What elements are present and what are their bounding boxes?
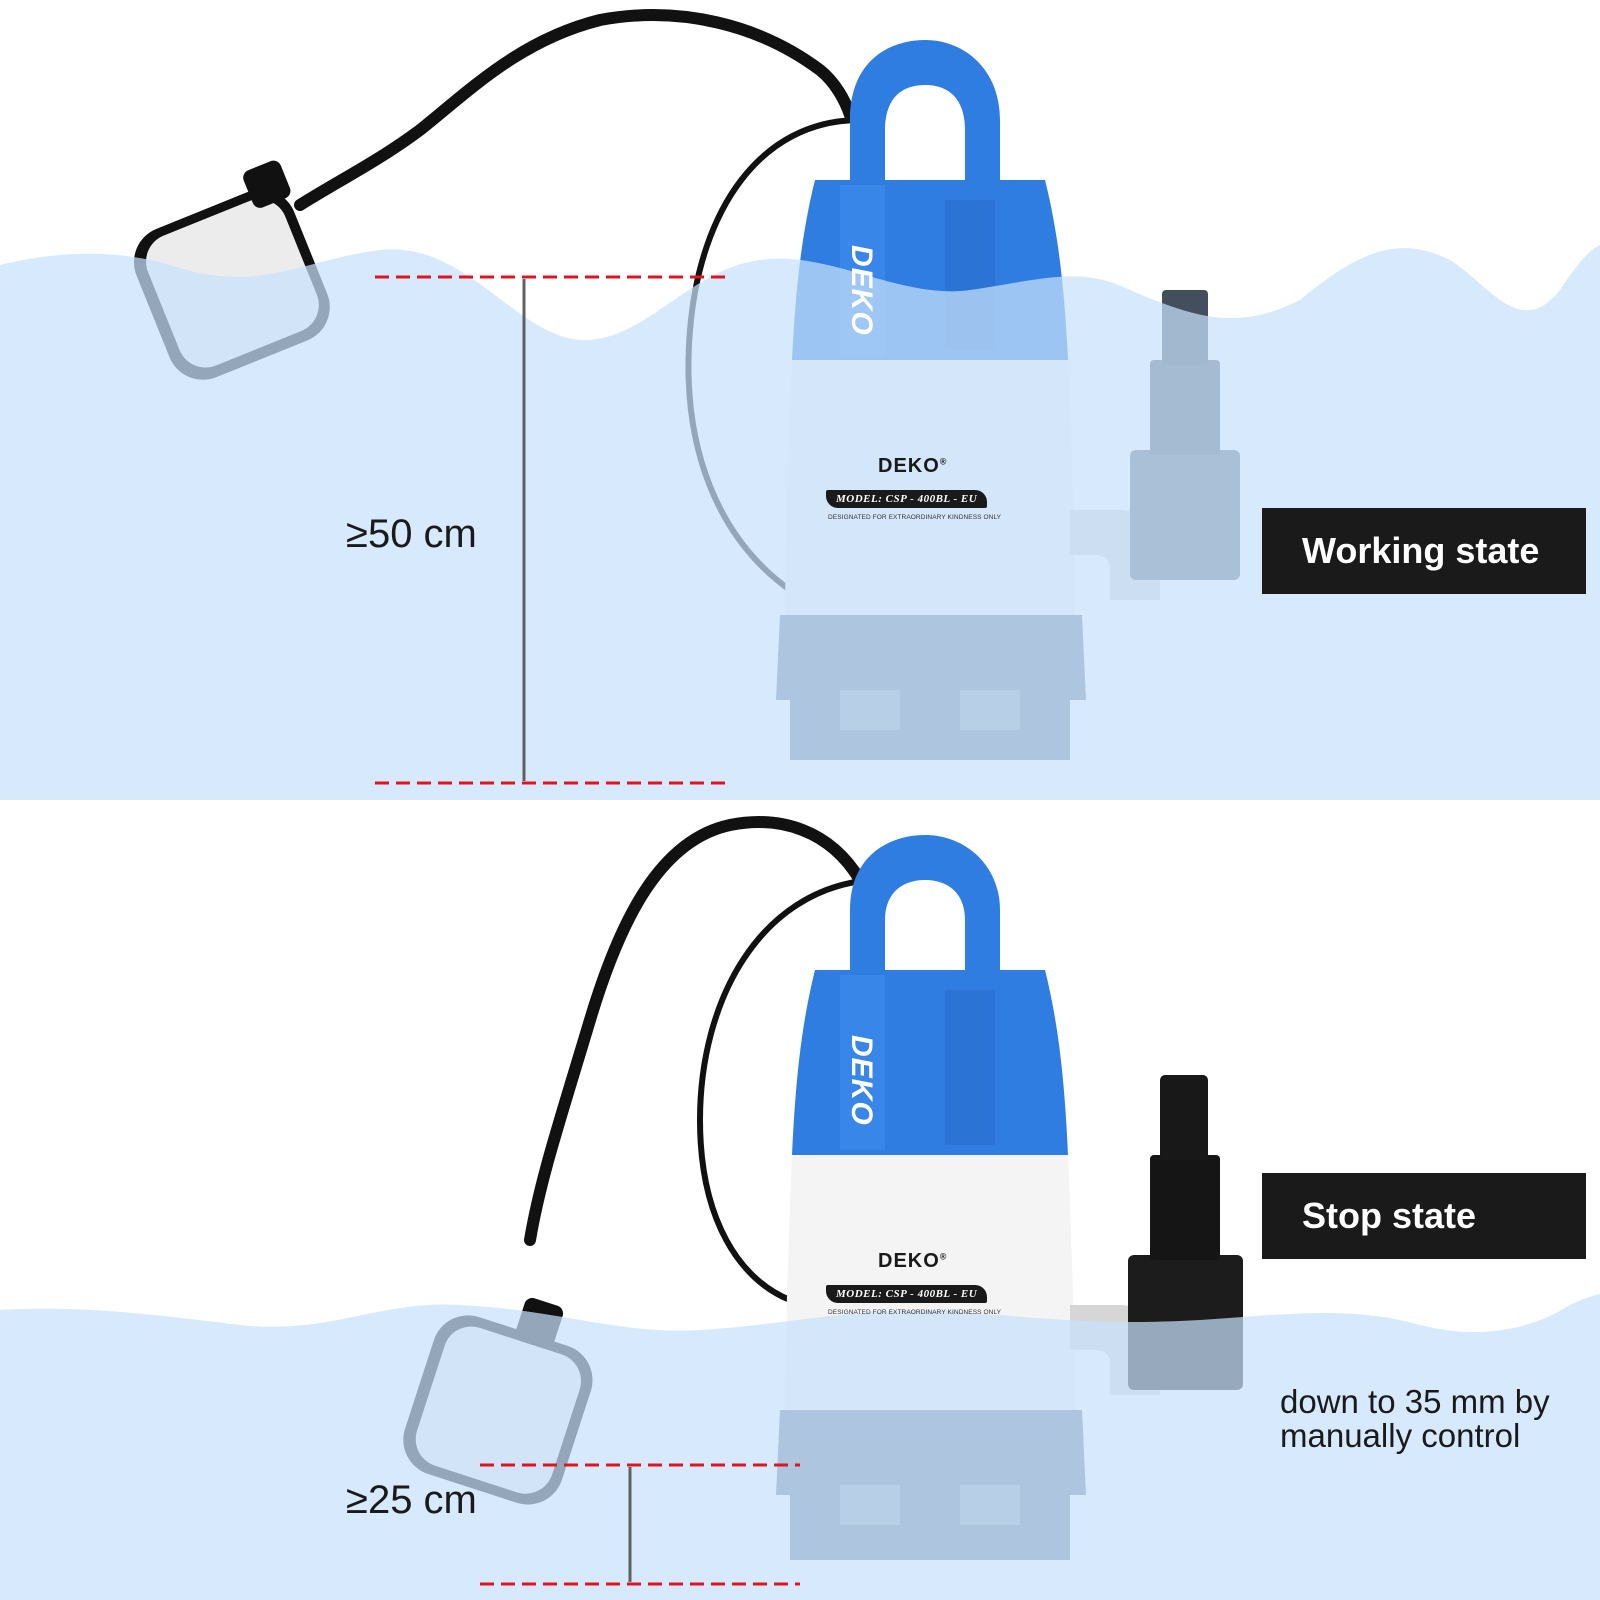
working-dimension-text: ≥50 cm — [346, 512, 477, 556]
stop-dimension-text: ≥25 cm — [346, 1478, 477, 1522]
pump-model-label: MODEL: CSP - 400BL - EU — [826, 1285, 988, 1303]
working-state-panel: DEKO DEKO® MODEL: CSP - 400BL - EU DESIG… — [0, 9, 1600, 800]
hose-adapter — [1150, 1155, 1220, 1260]
manual-control-note-line2: manually control — [1280, 1417, 1521, 1454]
pump-brand-logo: DEKO® — [878, 455, 947, 478]
water-surface — [0, 245, 1600, 800]
brand-text: DEKO — [878, 455, 940, 477]
power-cable — [696, 877, 871, 1303]
pump-side-logo: DEKO — [845, 245, 878, 336]
pump-side-logo: DEKO — [845, 1035, 878, 1126]
brand-registered-mark: ® — [939, 1251, 948, 1262]
working-scene-illustration — [0, 9, 1600, 800]
float-cable — [524, 816, 866, 1246]
manual-control-note-line1: down to 35 mm by — [1280, 1383, 1550, 1420]
pump-model-label: MODEL: CSP - 400BL - EU — [826, 490, 988, 508]
stop-state-panel: DEKO DEKO® MODEL: CSP - 400BL - EU DESIG… — [0, 800, 1600, 1600]
float-cable — [294, 9, 856, 211]
water-surface — [0, 1294, 1600, 1600]
brand-text: DEKO — [878, 1250, 940, 1272]
brand-registered-mark: ® — [939, 456, 948, 467]
pump-handle — [850, 40, 1000, 190]
pump-tagline: DESIGNATED FOR EXTRAORDINARY KINDNESS ON… — [828, 514, 1002, 521]
working-state-label: Working state — [1262, 508, 1586, 594]
manual-control-note: down to 35 mm by manually control — [1280, 1385, 1550, 1453]
pump-tagline: DESIGNATED FOR EXTRAORDINARY KINDNESS ON… — [828, 1309, 1002, 1316]
pump-brand-logo: DEKO® — [878, 1250, 947, 1273]
stop-state-label: Stop state — [1262, 1173, 1586, 1259]
stop-scene-illustration — [0, 816, 1600, 1600]
pump-top-housing — [792, 970, 1068, 1155]
pump-handle — [850, 835, 1000, 980]
